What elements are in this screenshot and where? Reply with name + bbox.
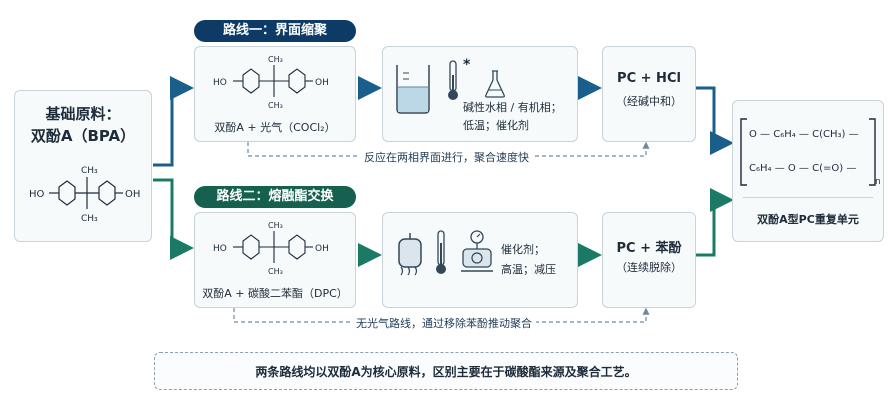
- r1-ch3-bottom: CH₃: [268, 101, 283, 110]
- route2-product-line2: （连续脱除）: [616, 261, 682, 274]
- bpa-structure-diagram: HO OH CH₃ CH₃: [29, 166, 140, 224]
- route1-conditions-line2: 低温；催化剂: [463, 119, 529, 132]
- route1-conditions-box: * 碱性水相 / 有机相； 低温；催化剂: [382, 46, 578, 142]
- bpa-ho-label: HO: [29, 189, 45, 200]
- r2-ho-label: HO: [213, 244, 227, 254]
- footer-text: 两条路线均以双酚A为核心原料，区别主要在于碳酸酯来源及聚合工艺。: [255, 365, 637, 379]
- route2-bpa-structure: HO OH CH₃ CH₃: [213, 221, 329, 276]
- flask-icon: [485, 70, 505, 98]
- polymer-bracket-right: [869, 118, 876, 186]
- r2-ch3-top: CH₃: [268, 221, 283, 230]
- route1-product-box: PC + HCl （经碱中和）: [602, 46, 696, 142]
- r1-oh-label: OH: [315, 78, 329, 88]
- r1-ho-label: HO: [213, 78, 227, 88]
- r1-ch3-top: CH₃: [268, 55, 283, 64]
- final-label: 双酚A型PC重复单元: [757, 213, 859, 226]
- route1-note: 反应在两相界面进行，聚合速度快: [360, 149, 533, 165]
- arrow-r2-product-to-final: [696, 188, 734, 257]
- route2-title-pill: 路线二：熔融酯交换: [194, 186, 356, 208]
- start-material-box: 基础原料： 双酚A（BPA） HO OH CH₃ CH₃: [14, 90, 152, 242]
- start-title-line1: 基础原料：: [45, 105, 121, 123]
- bpa-ch3-top: CH₃: [81, 166, 98, 176]
- route1-reactant-label: 双酚A + 光气（COCl₂）: [214, 121, 336, 134]
- r2-ch3-bottom: CH₃: [268, 267, 283, 276]
- thermometer-icon: [436, 230, 446, 274]
- arrow-start-to-route1: [153, 76, 194, 167]
- route2-product-box: PC + 苯酚 （连续脱除）: [602, 212, 696, 308]
- route1-product-line1: PC + HCl: [617, 71, 681, 86]
- arrow-start-to-route2: [153, 178, 194, 260]
- beaker-icon: [396, 65, 430, 114]
- final-formula-line2: C₆H₄ — O — C(=O) —: [749, 163, 857, 174]
- final-divider: [743, 197, 873, 198]
- route2-note: 无光气路线，通过移除苯酚推动聚合: [352, 315, 536, 331]
- final-formula-line1: O — C₆H₄ — C(CH₃) —: [749, 129, 859, 140]
- footer-box: 两条路线均以双酚A为核心原料，区别主要在于碳酸酯来源及聚合工艺。: [154, 352, 738, 390]
- start-title-line2: 双酚A（BPA）: [30, 127, 136, 145]
- route1-conditions-line1: 碱性水相 / 有机相；: [463, 101, 562, 114]
- route2-conditions-line2: 高温；减压: [501, 263, 556, 276]
- route1-reactant-box: HO OH CH₃ CH₃ 双酚A + 光气（COCl₂）: [194, 46, 356, 142]
- heated-reactor-icon: [398, 233, 422, 276]
- bpa-ch3-bottom: CH₃: [81, 214, 98, 224]
- route1-product-line2: （经碱中和）: [616, 95, 682, 108]
- route2-conditions-box: 催化剂； 高温；减压: [382, 212, 578, 308]
- route1-title-pill: 路线一：界面缩聚: [194, 20, 356, 42]
- arrow-r1-product-to-final: [696, 86, 734, 155]
- route2-conditions-line1: 催化剂；: [501, 243, 545, 256]
- r2-oh-label: OH: [315, 244, 329, 254]
- thermometer-icon: [448, 60, 458, 100]
- route2-product-line1: PC + 苯酚: [616, 241, 682, 256]
- pump-icon: [461, 230, 493, 272]
- thermometer-star: *: [463, 57, 471, 73]
- polymer-bracket-left: [740, 118, 747, 186]
- final-subscript-n: n: [875, 177, 881, 187]
- bpa-oh-label: OH: [125, 189, 140, 200]
- route2-reactant-box: HO OH CH₃ CH₃ 双酚A + 碳酸二苯酯（DPC）: [194, 212, 356, 308]
- route2-reactant-label: 双酚A + 碳酸二苯酯（DPC）: [202, 287, 348, 300]
- final-product-box: O — C₆H₄ — C(CH₃) — C₆H₄ — O — C(=O) — n…: [732, 100, 884, 242]
- route1-bpa-structure: HO OH CH₃ CH₃: [213, 55, 329, 110]
